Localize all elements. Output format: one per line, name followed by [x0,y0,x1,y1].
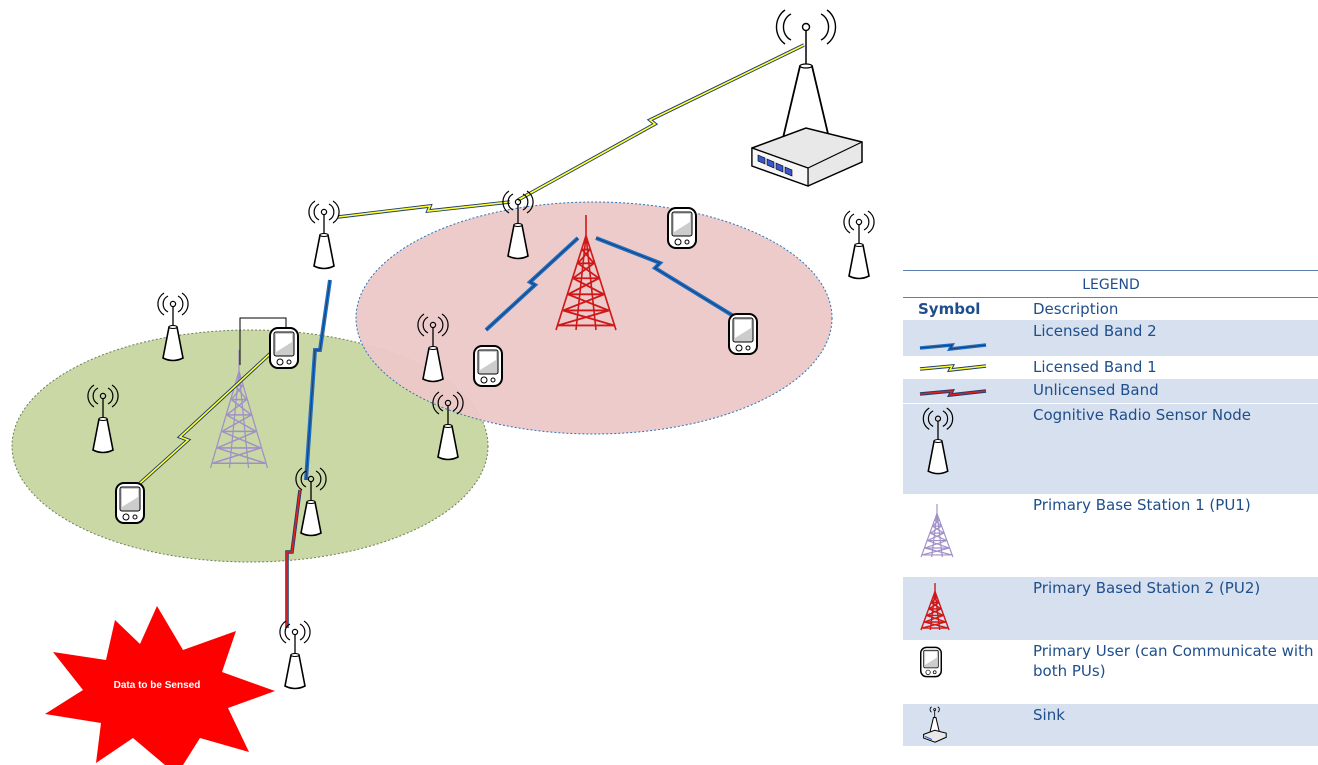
sensor-node-icon [308,200,340,270]
star-label: Data to be Sensed [113,680,201,691]
primary-user-icon [269,327,299,369]
legend-row: Cognitive Radio Sensor Node [903,403,1318,494]
link-pu2-to-pda-right [595,236,742,322]
legend-title: LEGEND [903,270,1318,298]
legend-header-description: Description [1033,300,1119,318]
sink-icon [751,9,863,187]
legend-header-row: Symbol Description [903,298,1318,320]
legend-row: Primary User (can Communicate with both … [903,640,1318,704]
legend-desc: Licensed Band 2 [1033,322,1157,340]
sensor-node-icon [922,407,954,475]
legend-desc: Cognitive Radio Sensor Node [1033,406,1252,424]
link-licensed-band-2-vertical [304,279,332,481]
legend-desc: Primary Base Station 1 (PU1) [1033,496,1251,514]
legend-row: Licensed Band 2 [903,320,1318,356]
link-sensor-to-sensor [337,200,511,219]
sensor-node-icon [279,620,311,690]
link-pu1-to-pda [136,338,287,487]
legend-row: Primary Base Station 1 (PU1) [903,494,1318,577]
legend-header-symbol: Symbol [918,300,981,318]
primary-user-icon [473,345,503,387]
primary-user-icon [920,646,942,678]
licensed-band-1-icon [919,363,987,373]
sink-icon [923,706,947,743]
primary-user-icon [728,313,758,355]
legend-desc: Licensed Band 1 [1033,358,1157,376]
primary-user-icon [115,482,145,524]
data-star-shape [45,606,275,765]
sensor-node-icon [843,210,875,280]
legend-row: Unlicensed Band [903,379,1318,403]
unlicensed-band-icon [919,388,987,398]
purple-tower-icon [920,503,954,558]
legend-desc: Primary User (can Communicate with both … [1033,642,1314,680]
legend-desc: Unlicensed Band [1033,381,1159,399]
legend-table: LEGEND Symbol Description Licensed Band … [903,270,1318,746]
primary-user-icon [667,207,697,249]
red-tower-icon [920,582,950,631]
legend-row: Licensed Band 1 [903,356,1318,379]
legend-desc: Primary Based Station 2 (PU2) [1033,579,1261,597]
link-pu2-to-pda-left [484,236,580,332]
legend-row: Primary Based Station 2 (PU2) [903,577,1318,640]
legend-desc: Sink [1033,706,1065,724]
link-sink-to-sensor [517,43,805,202]
legend-row: Sink [903,704,1318,746]
licensed-band-2-icon [919,342,987,352]
link-unlicensed-band [285,489,302,628]
